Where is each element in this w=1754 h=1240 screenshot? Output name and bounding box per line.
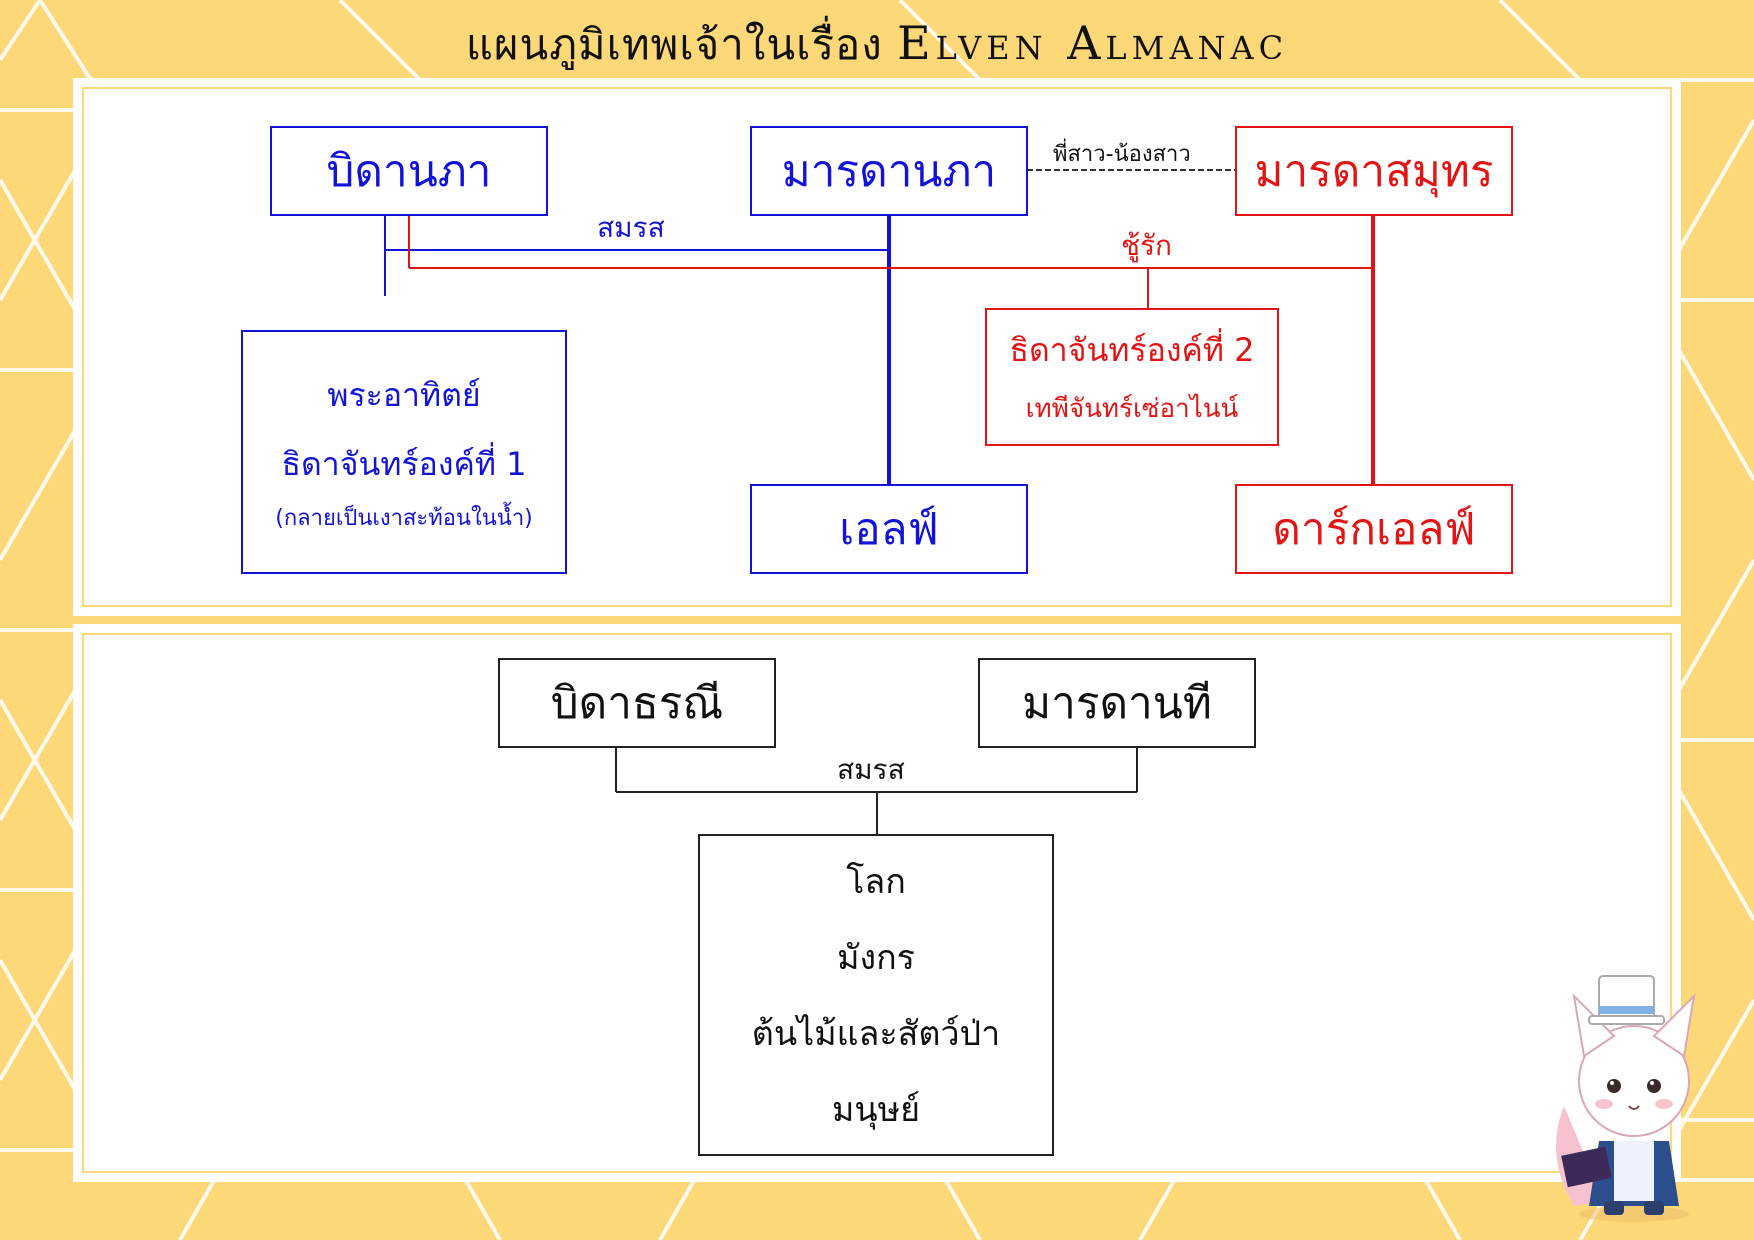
mother-sky-label: มารดานภา xyxy=(781,146,997,197)
child-dragon: มังกร xyxy=(837,938,915,978)
father-sky-box: บิดานภา xyxy=(270,126,548,216)
moon2-label: ธิดาจันทร์องค์ที่ 2 xyxy=(1009,331,1255,369)
top-panel: บิดานภา มารดานภา มารดาสมุทร พระอาทิตย์ ธ… xyxy=(73,78,1681,616)
chart-title: แผนภูมิเทพเจ้าในเรื่อง Elven Almanac xyxy=(0,12,1754,78)
sisters-label: พี่สาว-น้องสาว xyxy=(1053,142,1191,167)
mother-sky-box: มารดานภา xyxy=(750,126,1028,216)
moon2-box: ธิดาจันทร์องค์ที่ 2 เทพีจันทร์เซ่อาไนน์ xyxy=(985,308,1279,446)
mother-water-label: มารดานที xyxy=(1022,678,1212,729)
children-box: โลก มังกร ต้นไม้และสัตว์ป่า มนุษย์ xyxy=(698,834,1054,1156)
bottom-married-label: สมรส xyxy=(837,753,905,786)
child-world: โลก xyxy=(846,862,906,902)
title-english: Elven Almanac xyxy=(897,16,1289,70)
bottom-panel: บิดาธรณี มารดานที สมรส โลก มังกร ต้นไม้แ… xyxy=(73,624,1681,1182)
mother-water-box: มารดานที xyxy=(978,658,1256,748)
top-connector-lines xyxy=(384,169,1375,484)
dark-elf-box: ดาร์กเอลฟ์ xyxy=(1235,484,1513,574)
top-panel-frame xyxy=(82,87,1672,607)
bottom-panel-frame xyxy=(82,633,1672,1173)
moon2-goddess-label: เทพีจันทร์เซ่อาไนน์ xyxy=(1025,394,1239,424)
elf-box: เอลฟ์ xyxy=(750,484,1028,574)
married-label: สมรส xyxy=(597,211,665,244)
sun-label: พระอาทิตย์ xyxy=(327,375,481,414)
sun-note: (กลายเป็นเงาสะท้อนในน้ำ) xyxy=(275,505,533,531)
father-earth-label: บิดาธรณี xyxy=(550,678,724,729)
child-plants-animals: ต้นไม้และสัตว์ป่า xyxy=(751,1014,1001,1054)
father-earth-box: บิดาธรณี xyxy=(498,658,776,748)
dark-elf-label: ดาร์กเอลฟ์ xyxy=(1272,504,1476,555)
child-human: มนุษย์ xyxy=(832,1090,920,1130)
lover-label: ชู้รัก xyxy=(1121,229,1172,262)
father-sky-label: บิดานภา xyxy=(326,146,492,197)
mother-sea-box: มารดาสมุทร xyxy=(1235,126,1513,216)
title-thai: แผนภูมิเทพเจ้าในเรื่อง xyxy=(465,20,883,69)
sun-box: พระอาทิตย์ ธิดาจันทร์องค์ที่ 1 (กลายเป็น… xyxy=(241,330,567,574)
bottom-connector-lines xyxy=(615,748,1138,834)
moon1-label: ธิดาจันทร์องค์ที่ 1 xyxy=(281,444,527,483)
cat-mascot-illustration xyxy=(1556,975,1696,1222)
elf-label: เอลฟ์ xyxy=(839,504,939,555)
mother-sea-label: มารดาสมุทร xyxy=(1254,146,1494,197)
